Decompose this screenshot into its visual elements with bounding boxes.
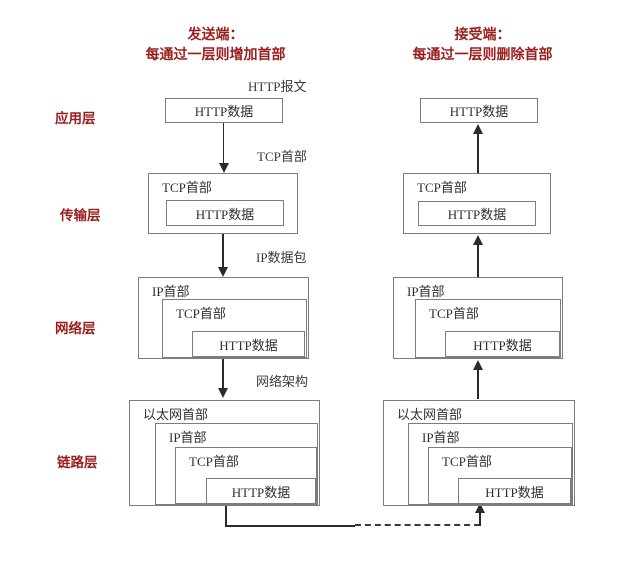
sender-network-http-data-label: HTTP数据 bbox=[219, 337, 278, 353]
receiver-arrow-network-to-transport-head bbox=[473, 235, 483, 245]
receiver-transport-http-data-label: HTTP数据 bbox=[447, 207, 507, 222]
transmission-line-dashed bbox=[355, 524, 480, 526]
receiver-transport-tcp-label: TCP首部 bbox=[417, 180, 467, 195]
receiver-arrow-transport-to-app-head bbox=[473, 124, 483, 134]
receiver-network-tcp-label: TCP首部 bbox=[429, 306, 479, 321]
sender-header-title: 发送端： bbox=[187, 26, 244, 42]
receiver-app-http-data-box: HTTP数据 bbox=[420, 98, 538, 123]
receiver-network-http-data-label: HTTP数据 bbox=[473, 337, 532, 353]
sender-arrow-app-to-transport-head bbox=[219, 163, 229, 173]
sender-transport-http-data-label: HTTP数据 bbox=[195, 206, 255, 222]
receiver-link-ethernet-label: 以太网首部 bbox=[397, 407, 463, 422]
receiver-header-title: 接受端： bbox=[454, 26, 511, 42]
sender-transport-tcp-label: TCP首部 bbox=[162, 180, 212, 195]
receiver-arrow-link-to-network-line bbox=[477, 369, 479, 399]
sender-network-ip-label: IP首部 bbox=[152, 284, 190, 299]
sender-arrow-network-to-link-head bbox=[218, 388, 228, 398]
sender-link-ip-label: IP首部 bbox=[169, 430, 207, 445]
receiver-app-http-data-label: HTTP数据 bbox=[449, 104, 509, 119]
sender-arrow-transport-to-network-head bbox=[218, 267, 228, 277]
step-label-network-arch: 网络架构 bbox=[256, 374, 309, 389]
sender-link-ethernet-label: 以太网首部 bbox=[143, 407, 209, 422]
step-label-tcp-header: TCP首部 bbox=[257, 149, 307, 164]
receiver-link-ip-label: IP首部 bbox=[422, 430, 460, 445]
sender-network-tcp-label: TCP首部 bbox=[176, 306, 226, 321]
receiver-link-http-data-label: HTTP数据 bbox=[485, 484, 544, 500]
receiver-header-subtitle: 每通过一层则删除首部 bbox=[412, 46, 553, 63]
sender-link-http-data-box: HTTP数据 bbox=[206, 478, 316, 504]
step-label-ip-packet: IP数据包 bbox=[256, 250, 307, 265]
transmission-arrow-up-head bbox=[475, 503, 485, 513]
sender-header: 发送端： 每通过一层则增加首部 bbox=[118, 24, 313, 65]
receiver-arrow-link-to-network-head bbox=[473, 360, 483, 370]
layer-label-network: 网络层 bbox=[55, 321, 96, 336]
receiver-link-http-data-box: HTTP数据 bbox=[458, 478, 571, 504]
transmission-line-down bbox=[225, 506, 227, 527]
step-label-http-message: HTTP报文 bbox=[248, 79, 307, 94]
receiver-network-http-data-box: HTTP数据 bbox=[445, 331, 560, 357]
transmission-line-up bbox=[479, 512, 481, 526]
receiver-transport-http-data-box: HTTP数据 bbox=[418, 201, 536, 226]
receiver-link-tcp-label: TCP首部 bbox=[442, 454, 492, 469]
transmission-line-solid bbox=[225, 525, 355, 527]
sender-link-http-data-label: HTTP数据 bbox=[231, 484, 291, 500]
sender-arrow-transport-to-network-line bbox=[222, 234, 224, 268]
receiver-arrow-transport-to-app-line bbox=[477, 133, 479, 173]
layer-label-link: 链路层 bbox=[57, 455, 98, 470]
sender-link-tcp-label: TCP首部 bbox=[189, 454, 239, 469]
sender-app-http-data-label: HTTP数据 bbox=[194, 104, 254, 119]
sender-arrow-app-to-transport-line bbox=[223, 123, 224, 164]
layer-label-transport: 传输层 bbox=[60, 208, 101, 223]
receiver-header: 接受端： 每通过一层则删除首部 bbox=[385, 24, 580, 65]
sender-transport-http-data-box: HTTP数据 bbox=[166, 200, 284, 226]
sender-network-http-data-box: HTTP数据 bbox=[192, 331, 305, 357]
sender-app-http-data-box: HTTP数据 bbox=[165, 98, 283, 123]
layer-label-application: 应用层 bbox=[55, 111, 96, 126]
sender-arrow-network-to-link-line bbox=[222, 359, 224, 389]
sender-header-subtitle: 每通过一层则增加首部 bbox=[145, 46, 286, 63]
receiver-network-ip-label: IP首部 bbox=[407, 284, 445, 299]
receiver-arrow-network-to-transport-line bbox=[477, 244, 479, 277]
